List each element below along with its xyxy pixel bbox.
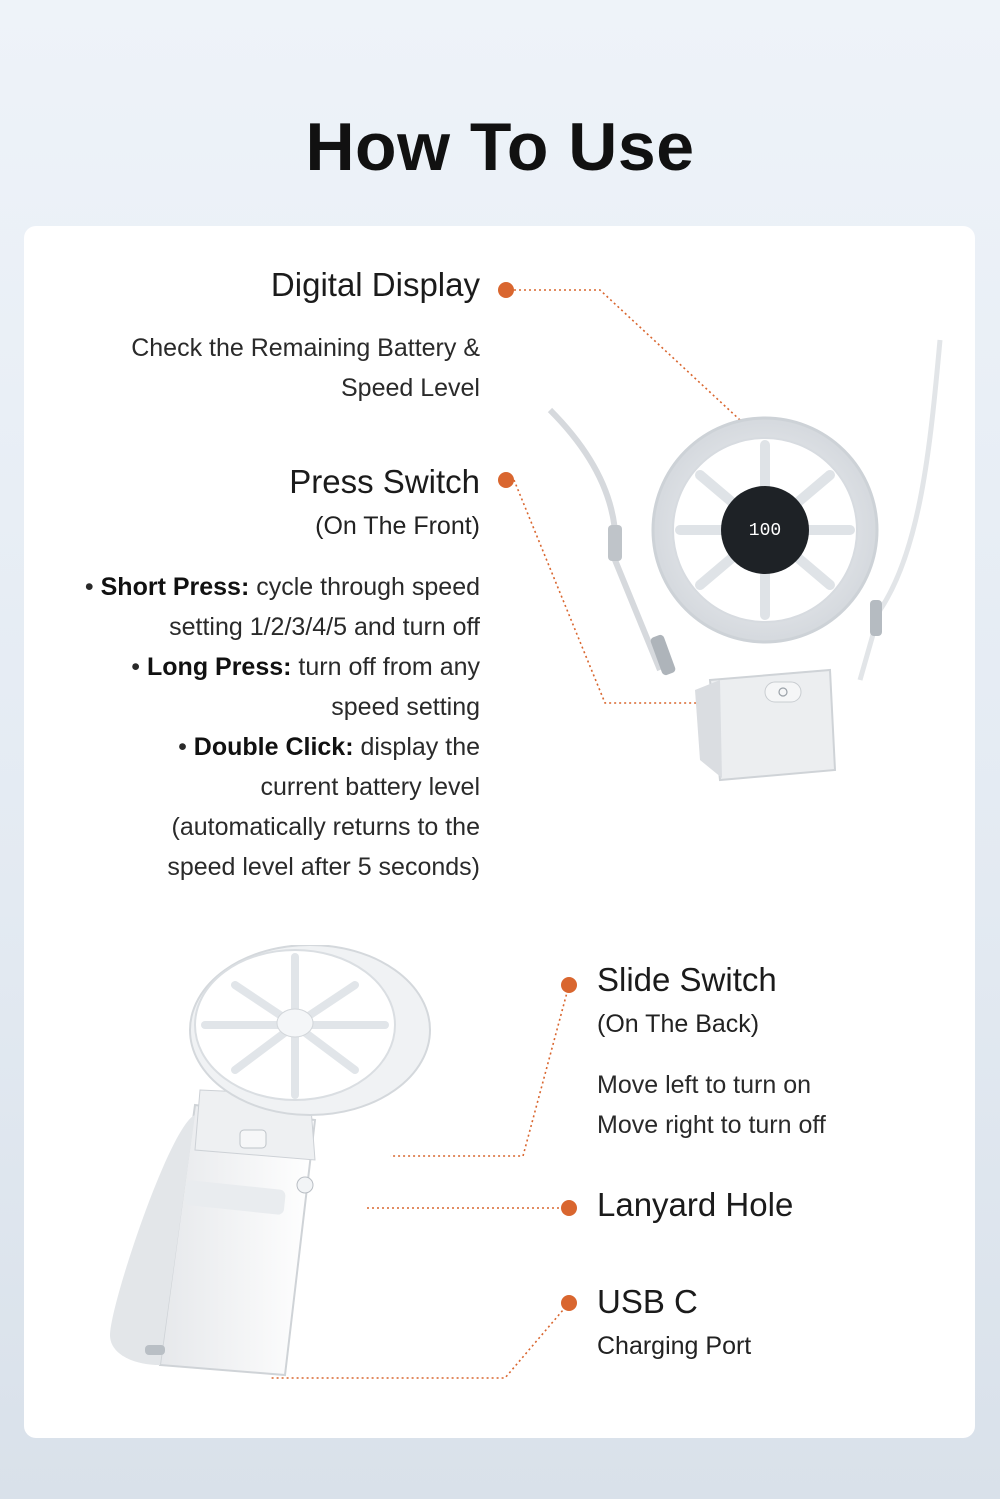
fan-front-illustration: 100 — [547, 339, 943, 782]
short-press-line2: setting 1/2/3/4/5 and turn off — [169, 613, 480, 641]
press-switch-description: • Short Press: cycle through speed setti… — [85, 567, 480, 887]
double-click-line4: speed level after 5 seconds) — [167, 853, 480, 881]
page-title: How To Use — [305, 109, 695, 185]
double-click-label: Double Click: — [193, 733, 354, 761]
long-press-text1: turn off from any — [291, 653, 480, 681]
slide-switch-line2: Move right to turn off — [597, 1111, 826, 1139]
display-reading: 100 — [749, 521, 781, 541]
slide-switch-marker — [561, 977, 577, 993]
slide-switch-sub: (On The Back) — [597, 1010, 760, 1038]
digital-display-line1: Check the Remaining Battery & — [131, 334, 480, 362]
press-switch-sub: (On The Front) — [315, 512, 480, 540]
press-switch-heading: Press Switch — [289, 463, 480, 500]
slide-switch-line1: Move left to turn on — [597, 1071, 812, 1099]
long-press-line1: • Long Press: turn off from any — [131, 653, 480, 681]
fan-handheld-illustration — [110, 945, 431, 1377]
usb-c-heading: USB C — [597, 1283, 698, 1320]
slide-switch-description: Move left to turn on Move right to turn … — [597, 1065, 826, 1145]
long-press-label: Long Press: — [147, 653, 292, 681]
short-press-label: Short Press: — [100, 573, 250, 601]
double-click-line3: (automatically returns to the — [171, 813, 480, 841]
lanyard-hole-heading: Lanyard Hole — [597, 1186, 794, 1223]
digital-display-marker — [498, 282, 514, 298]
double-click-line1: • Double Click: display the — [178, 733, 480, 761]
long-press-line2: speed setting — [331, 693, 480, 721]
digital-display-heading: Digital Display — [270, 266, 480, 303]
short-press-line1: • Short Press: cycle through speed — [84, 573, 480, 601]
double-click-line2: current battery level — [260, 773, 480, 801]
usb-port — [145, 1345, 165, 1355]
slide-switch-heading: Slide Switch — [597, 961, 777, 998]
short-press-text1: cycle through speed — [249, 573, 480, 601]
double-click-text1: display the — [353, 733, 480, 761]
lanyard-hole-marker — [561, 1200, 577, 1216]
digital-display-description: Check the Remaining Battery & Speed Leve… — [131, 328, 480, 408]
usb-c-marker — [561, 1295, 577, 1311]
digital-display-line2: Speed Level — [340, 374, 480, 402]
press-switch-marker — [498, 472, 514, 488]
usb-c-sub: Charging Port — [597, 1332, 752, 1360]
